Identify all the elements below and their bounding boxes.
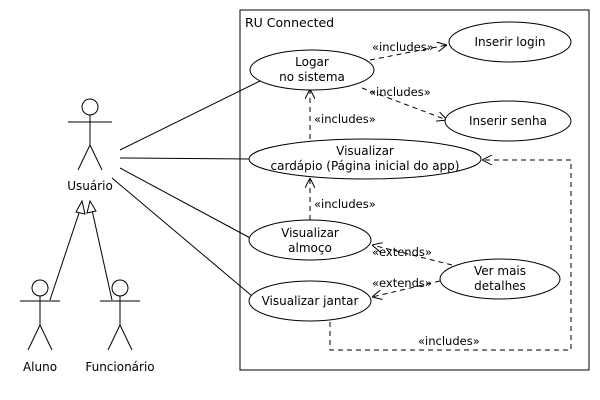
actor-usuario: [68, 98, 112, 171]
actor-funcionario-label: Funcionário: [85, 360, 154, 374]
generalization-aluno: [49, 209, 81, 301]
actor-aluno: [20, 279, 60, 351]
actor-usuario-label: Usuário: [67, 179, 113, 193]
actor-funcionario: [100, 279, 140, 351]
usecase-visualizar-cardapio-line2: cardápio (Página inicial do app): [271, 159, 460, 173]
usecase-ver-mais-detalhes-line2: detalhes: [474, 279, 526, 293]
usecase-ver-mais-detalhes-line1: Ver mais: [474, 264, 526, 278]
label-extends-almoco: «extends»: [372, 245, 432, 259]
include-inserir-senha: [361, 87, 447, 120]
assoc-usuario-almoco: [119, 167, 255, 241]
generalization-funcionario: [91, 209, 113, 301]
label-includes-cardapio: «includes»: [314, 197, 376, 211]
system-boundary: [239, 9, 590, 371]
label-includes-jantar-cardapio: «includes»: [418, 334, 480, 348]
usecase-visualizar-almoco: [248, 219, 372, 261]
usecase-logar-line1: Logar: [295, 55, 329, 69]
generalization-arrowhead-funcionario: [86, 199, 97, 214]
include-inserir-login: [369, 45, 447, 61]
usecase-inserir-login: [448, 21, 572, 63]
usecase-inserir-senha: [444, 100, 572, 142]
extend-jantar: [372, 280, 441, 297]
usecase-logar-line2: no sistema: [279, 70, 345, 84]
usecase-visualizar-almoco-line1: Visualizar: [281, 226, 339, 240]
usecase-visualizar-jantar-label: Visualizar jantar: [262, 294, 359, 308]
assoc-usuario-cardapio: [119, 157, 251, 160]
usecase-inserir-senha-label: Inserir senha: [469, 114, 547, 128]
usecase-visualizar-jantar: [248, 280, 372, 322]
system-title: RU Connected: [245, 15, 334, 30]
extend-almoco: [372, 245, 453, 266]
assoc-usuario-jantar: [111, 177, 253, 297]
usecase-inserir-login-label: Inserir login: [474, 35, 545, 49]
label-extends-jantar: «extends»: [372, 276, 432, 290]
label-includes-senha: «includes»: [369, 85, 431, 99]
actor-aluno-label: Aluno: [23, 360, 57, 374]
label-includes-login: «includes»: [372, 40, 434, 54]
usecase-visualizar-cardapio: [248, 138, 482, 180]
assoc-usuario-logar: [119, 79, 263, 151]
include-jantar-cardapio: [329, 160, 572, 351]
generalization-arrowhead-aluno: [75, 199, 86, 215]
usecase-visualizar-cardapio-line1: Visualizar: [336, 144, 394, 158]
usecase-visualizar-almoco-line2: almoço: [288, 241, 332, 255]
label-includes-logar: «includes»: [314, 112, 376, 126]
usecase-ver-mais-detalhes: [439, 258, 561, 300]
usecase-logar: [249, 49, 375, 91]
